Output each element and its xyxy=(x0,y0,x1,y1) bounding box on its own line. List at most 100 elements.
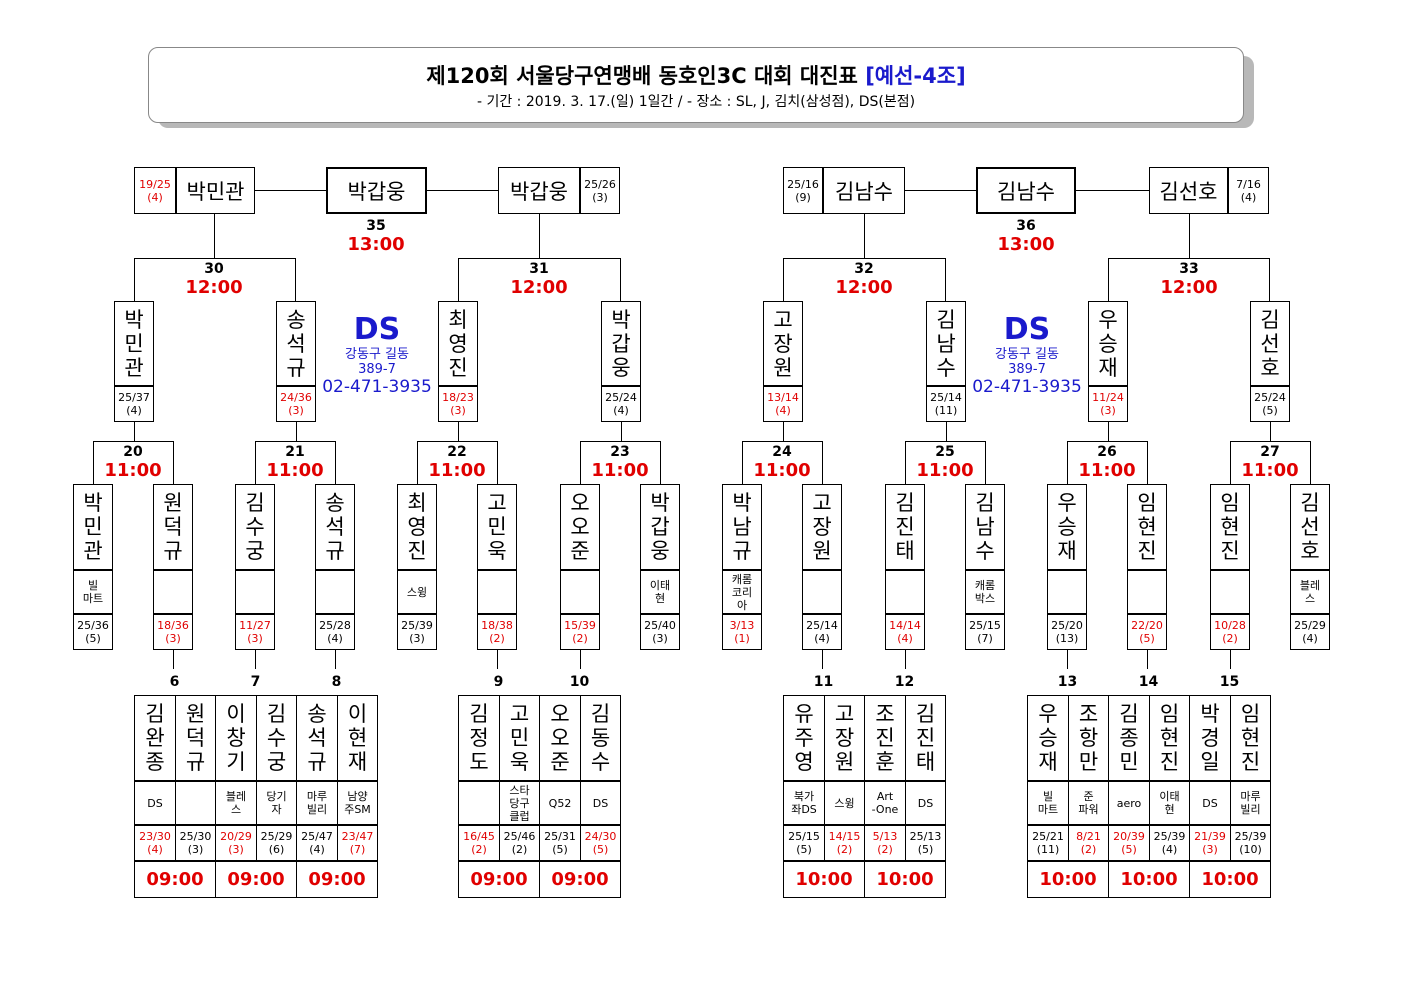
score: 3/13 xyxy=(729,619,755,632)
club-box: DS xyxy=(134,781,176,825)
name-char: 장 xyxy=(773,331,793,356)
title-group: [예선-4조] xyxy=(865,64,966,88)
bracket-line xyxy=(539,214,540,259)
score: 14/14 xyxy=(889,619,921,632)
name-char: 규 xyxy=(286,355,306,380)
name-char: 관 xyxy=(83,539,103,563)
game-time: 12:00 xyxy=(185,277,243,298)
bracket-line xyxy=(255,190,327,191)
name-char: 김 xyxy=(936,307,956,332)
score: 25/39 xyxy=(1234,830,1267,843)
round1-game-number: 13 xyxy=(1057,674,1078,690)
score: 25/31 xyxy=(544,830,576,843)
name-char: 덕 xyxy=(185,726,206,750)
name-char: 박 xyxy=(83,491,103,515)
score: 18/38 xyxy=(481,619,513,632)
final-left-name: 김남수 xyxy=(823,167,905,214)
bracket-line xyxy=(580,650,581,669)
score: 25/15 xyxy=(788,830,820,843)
bracket-line xyxy=(173,650,174,669)
round1-time: 09:00 xyxy=(458,861,540,898)
score: 15/39 xyxy=(564,619,596,632)
name-char: 현 xyxy=(1159,726,1180,750)
score: 14/15 xyxy=(828,830,861,843)
club-box: Q52 xyxy=(539,781,581,825)
bracket-line xyxy=(295,258,296,302)
score: 16/45 xyxy=(463,830,495,843)
game-number: 21 xyxy=(285,444,305,460)
name-char: 만 xyxy=(1078,750,1099,774)
game-time: 12:00 xyxy=(1160,277,1218,298)
final-right-name: 김선호 xyxy=(1149,167,1228,214)
name-char: 우 xyxy=(1057,491,1077,515)
score: 7/16 xyxy=(1236,177,1261,191)
name-char: 우 xyxy=(1098,307,1118,332)
name-char: 재 xyxy=(1057,539,1077,563)
name-char: 수 xyxy=(590,750,611,774)
score-box: 14/15(2) xyxy=(824,825,865,861)
name-char: 덕 xyxy=(163,515,183,539)
round1-time: 10:00 xyxy=(783,861,865,898)
name-char: 준 xyxy=(570,539,590,563)
venue-name: DS xyxy=(1003,312,1051,347)
bracket-line xyxy=(742,441,823,442)
bracket-line xyxy=(458,258,459,302)
score: 10/28 xyxy=(1214,619,1246,632)
bracket-line xyxy=(417,441,498,442)
bracket-line xyxy=(1230,441,1311,442)
name-char: 김 xyxy=(975,491,995,515)
name-char: 영 xyxy=(794,750,814,774)
club-box: Art-One xyxy=(864,781,906,825)
round1-time: 09:00 xyxy=(539,861,621,898)
name-char: 현 xyxy=(1137,515,1157,539)
name-char: 기 xyxy=(226,750,246,774)
club-box xyxy=(1127,570,1167,614)
bracket-line xyxy=(173,441,174,485)
score-box: 19/25(4) xyxy=(134,167,176,214)
bracket-line xyxy=(1147,441,1148,485)
score: 25/30 xyxy=(179,830,212,843)
name-char: 갑 xyxy=(611,331,631,356)
name-char: 원 xyxy=(163,491,183,515)
inning: (4) xyxy=(613,404,629,417)
bracket-line xyxy=(905,650,906,669)
club-box xyxy=(477,570,517,614)
bracket-line xyxy=(1147,650,1148,669)
inning: (4) xyxy=(814,632,830,645)
score-box: 8/21(2) xyxy=(1068,825,1109,861)
name-char: 규 xyxy=(307,750,327,774)
bracket-line xyxy=(1108,258,1270,259)
name-char: 수 xyxy=(975,539,995,563)
name-char: 박 xyxy=(611,307,631,332)
club-box xyxy=(802,570,842,614)
name-char: 민 xyxy=(124,331,144,356)
score-box: 13/14(4) xyxy=(763,386,803,422)
score-box: 25/20(13) xyxy=(1047,614,1087,650)
name-char: 수 xyxy=(936,355,956,380)
score-box: 18/23(3) xyxy=(438,386,478,422)
inning: (5) xyxy=(917,843,934,856)
bracket-line xyxy=(335,441,336,485)
score-box: 25/39(10) xyxy=(1230,825,1271,861)
bracket-line xyxy=(417,441,418,485)
bracket-line xyxy=(255,650,256,669)
name-char: 유 xyxy=(794,702,814,726)
name-char: 종 xyxy=(1119,726,1139,750)
name-char: 호 xyxy=(1300,539,1320,563)
name-char: 진 xyxy=(1137,539,1157,563)
bracket-line xyxy=(621,422,622,442)
name-char: 규 xyxy=(185,750,206,774)
name-char: 임 xyxy=(1159,702,1180,726)
final-left-name: 박민관 xyxy=(176,167,255,214)
inning: (2) xyxy=(489,632,505,645)
name-char: 진 xyxy=(1159,750,1180,774)
bracket-line xyxy=(620,258,621,302)
